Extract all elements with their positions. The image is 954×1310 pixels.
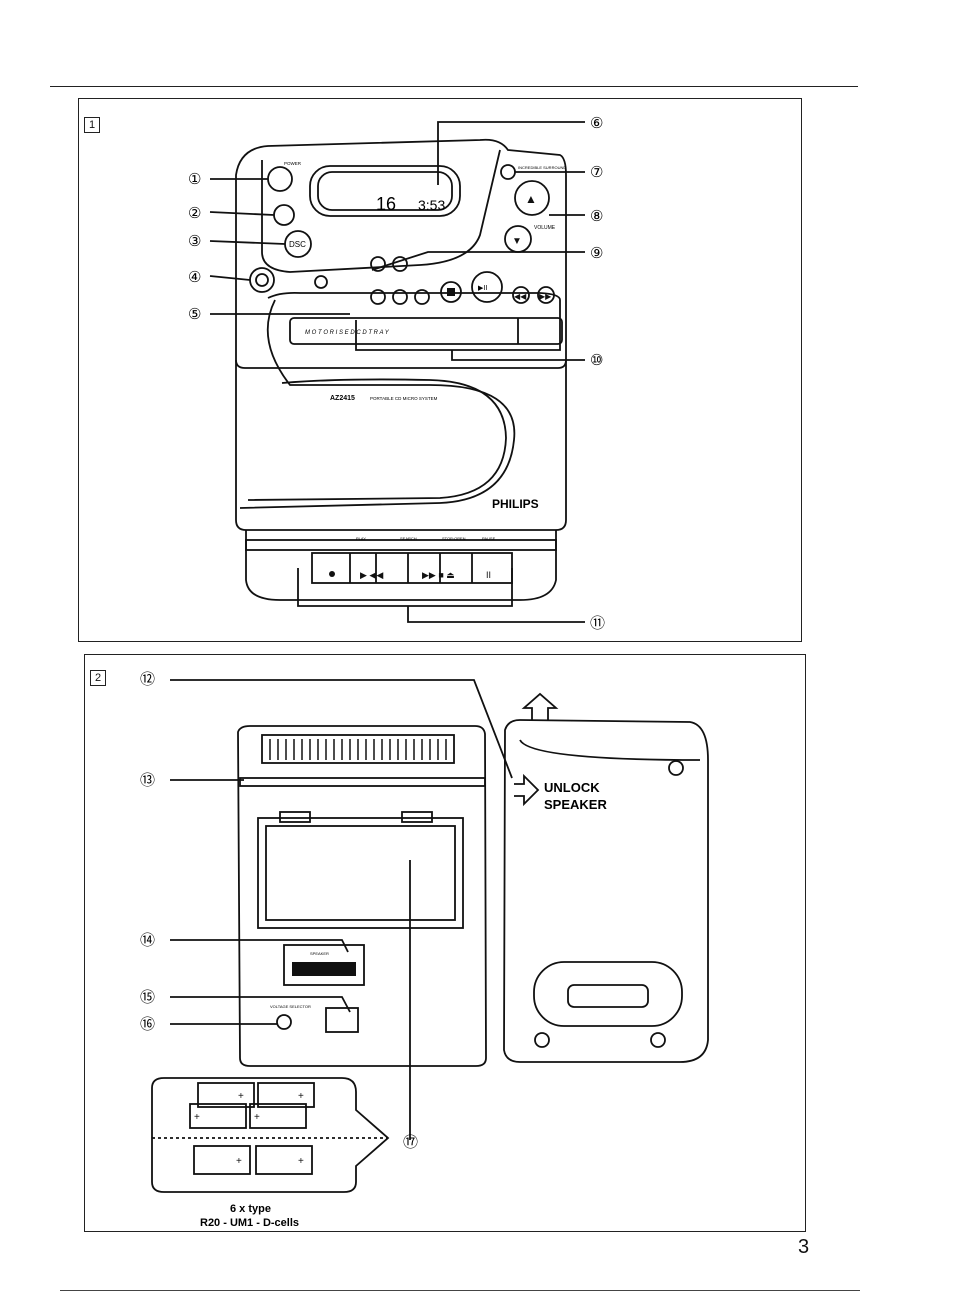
callout-14: ⑭ [140, 932, 155, 949]
cd-tray [289, 317, 563, 345]
power-label: POWER [284, 161, 302, 166]
svg-text:▶▶: ▶▶ [539, 292, 552, 301]
callout-5: ⑤ [188, 306, 201, 323]
unlock-right-arrow [514, 773, 540, 807]
deck-key-panel [311, 552, 513, 584]
display-time: 3:53 [418, 197, 445, 213]
figure-1-label: 1 [84, 117, 100, 133]
svg-text:+: + [298, 1091, 304, 1102]
callout-17: ⑰ [403, 1134, 418, 1151]
rear-grille [261, 734, 455, 764]
speaker-side [503, 719, 709, 1063]
voltage-selector [276, 1014, 292, 1030]
display-window [309, 165, 461, 217]
battery-diagram-box [151, 1077, 390, 1193]
figure-2-diagram: + + + + + + SPEAKER VOLTAGE SELECTOR UNL… [140, 671, 709, 1229]
search-sensor [314, 275, 328, 289]
callout-13: ⑬ [140, 772, 155, 789]
volume-up-button [514, 180, 550, 216]
tape-tuner-button [273, 204, 295, 226]
battery-compartment-cover [257, 817, 464, 929]
power-button [267, 166, 293, 192]
callout-9: ⑨ [590, 245, 603, 262]
svg-text:▲: ▲ [525, 192, 537, 206]
incredible-surround-label: INCREDIBLE SURROUND [518, 165, 566, 170]
unlock-up-arrow [521, 692, 559, 720]
footer-rule [60, 1290, 860, 1291]
svg-text:▼: ▼ [512, 236, 522, 247]
header-rule [50, 86, 858, 87]
play-pause-label: ▶II [478, 285, 487, 292]
deck-label-play: PLAY [356, 536, 366, 541]
callout-16: ⑯ [140, 1016, 155, 1033]
lower-housing [235, 360, 567, 531]
callout-11: ⑪ [590, 615, 605, 632]
callout-8: ⑧ [590, 208, 603, 225]
svg-text:+: + [194, 1112, 200, 1123]
svg-text:+: + [254, 1112, 260, 1123]
display-track: 16 [376, 194, 396, 214]
speaker-terminal [283, 944, 365, 986]
model-label: AZ2415 [330, 395, 355, 402]
svg-text:▶▶ ■ ⏏: ▶▶ ■ ⏏ [422, 570, 455, 580]
cassette-lid [239, 299, 516, 509]
figure-1-diagram: ▶ ◀◀ ▶▶ ■ ⏏ II ◀◀ ▶▶ ▲ ▼ 16 3:53 POWER D… [188, 115, 605, 632]
callout-3: ③ [188, 233, 201, 250]
deck-label-search: SEARCH [400, 536, 417, 541]
speaker-label: SPEAKER [544, 797, 607, 812]
model-desc-label: PORTABLE CD MICRO SYSTEM [370, 396, 438, 401]
speaker-badge [533, 961, 683, 1027]
deck-label-stop: STOP·OPEN [442, 536, 466, 541]
callout-10: ⑩ [590, 352, 603, 369]
callout-12: ⑫ [140, 671, 155, 688]
figure-2-label: 2 [90, 670, 106, 686]
callout-6: ⑥ [590, 115, 603, 132]
callout-15: ⑮ [140, 989, 155, 1006]
svg-text:▶ ◀◀: ▶ ◀◀ [360, 570, 383, 580]
callout-7: ⑦ [590, 164, 603, 181]
headphone-socket [249, 267, 275, 293]
unlock-label: UNLOCK [544, 780, 600, 795]
battery-caption-cells: R20 - UM1 - D-cells [200, 1217, 299, 1229]
svg-text:+: + [236, 1156, 242, 1167]
page-number: 3 [798, 1236, 810, 1258]
svg-text:II: II [486, 570, 491, 580]
brand-logo: PHILIPS [492, 497, 539, 511]
dsc-label: DSC [289, 240, 306, 249]
callout-4: ④ [188, 269, 201, 286]
base-bottom [245, 530, 557, 601]
mains-socket [325, 1007, 359, 1033]
battery-caption-type: 6 x type [230, 1203, 271, 1215]
incredible-surround-button [500, 164, 516, 180]
callout-2: ② [188, 205, 201, 222]
callout-1: ① [188, 171, 201, 188]
figure-2-frame [84, 654, 806, 1232]
svg-text:+: + [238, 1091, 244, 1102]
svg-text:+: + [298, 1156, 304, 1167]
cd-tray-label: M O T O R I S E D C D T R A Y [305, 330, 390, 336]
voltage-selector-label: VOLTAGE SELECTOR [270, 1004, 311, 1009]
rear-housing [237, 725, 487, 1067]
figure-1-frame [78, 98, 802, 642]
deck-label-pause: PAUSE [482, 536, 496, 541]
play-pause-button [471, 271, 503, 303]
svg-text:◀◀: ◀◀ [514, 292, 527, 301]
volume-label: VOLUME [534, 225, 556, 231]
device-body-outline [235, 138, 567, 369]
speaker-terminal-label: SPEAKER [310, 951, 329, 956]
